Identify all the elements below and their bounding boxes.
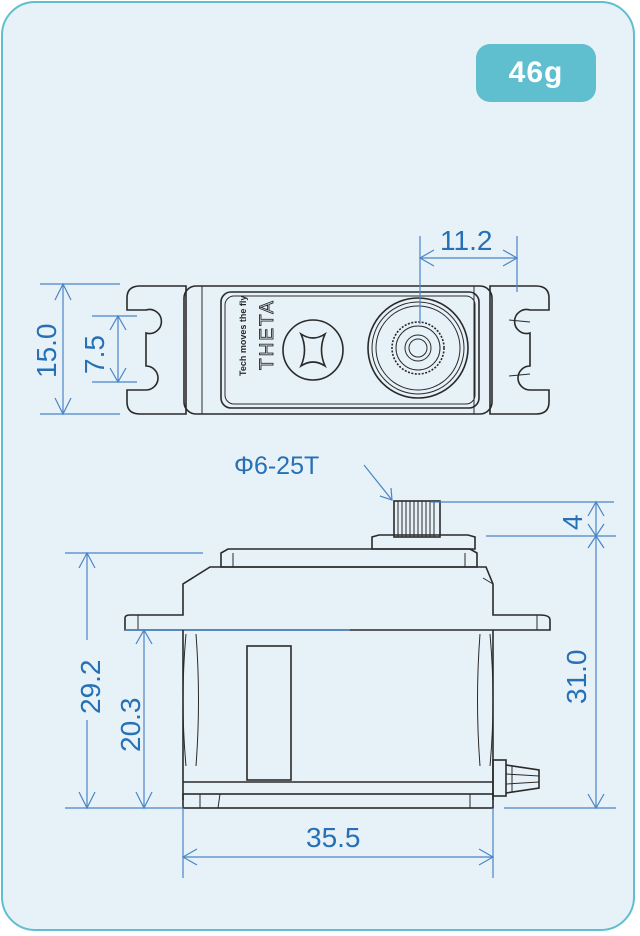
- top-view-dimensions: 15.0 7.5 11.2: [31, 225, 519, 416]
- dim-height-total: 15.0: [31, 324, 62, 379]
- spline-label: Φ6-25T: [234, 452, 319, 480]
- side-view-dimensions: Φ6-25T 4 31.0 29.2 20.3 35.5: [65, 452, 616, 878]
- dim-mount-height: 20.3: [115, 698, 146, 753]
- servo-side-view: [124, 500, 551, 809]
- weight-badge: 46g: [476, 44, 596, 102]
- dim-spline-height: 4: [557, 514, 588, 530]
- dim-body-height: 31.0: [561, 650, 592, 705]
- logo-text: THETA: [257, 299, 278, 370]
- dim-overall-height: 29.2: [75, 660, 106, 715]
- dim-hole-spacing: 7.5: [79, 335, 110, 374]
- dim-shaft-offset: 11.2: [440, 225, 492, 256]
- logo-tagline: Tech moves the fly: [238, 296, 248, 376]
- dim-width: 35.5: [306, 822, 361, 853]
- servo-top-view: THETA Tech moves the fly: [126, 285, 550, 415]
